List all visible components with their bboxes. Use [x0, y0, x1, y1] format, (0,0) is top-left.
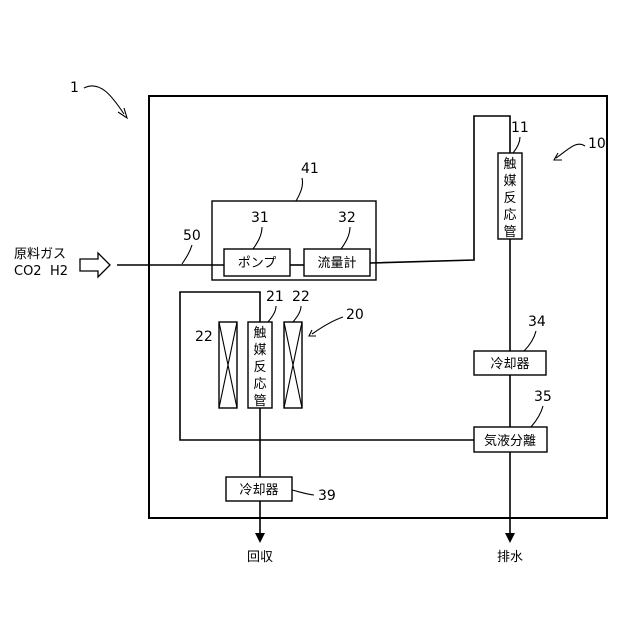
separator-35-label: 気液分離 [484, 433, 536, 449]
tube11-char-1: 触 [503, 157, 516, 172]
cooler-39-label: 冷却器 [239, 483, 278, 498]
tube21-char-1: 触 [253, 326, 266, 341]
ref-10: 10 [588, 136, 606, 152]
leader-1 [84, 86, 124, 114]
feed-name: 原料ガス [14, 247, 66, 262]
ref-41: 41 [301, 161, 319, 177]
recovery-arrow-icon [255, 533, 265, 543]
ref-31: 31 [251, 210, 269, 226]
leader-41 [296, 178, 303, 201]
leader-32 [341, 227, 350, 249]
leader-22-right [293, 306, 301, 322]
leader-11 [513, 137, 520, 153]
drain-arrow-icon [505, 533, 515, 543]
cooler-34-label: 冷却器 [490, 357, 529, 372]
flowmeter-label: 流量計 [317, 255, 356, 271]
feed-h2: H2 [50, 264, 68, 279]
riser-pipe [370, 116, 510, 263]
ref-1: 1 [70, 80, 79, 96]
tube21-char-5: 管 [253, 394, 266, 409]
ref-50: 50 [183, 228, 201, 244]
ref-22-left: 22 [195, 329, 213, 345]
tube21-char-4: 応 [253, 377, 266, 392]
pump-label: ポンプ [238, 256, 277, 271]
ref-22-right: 22 [292, 289, 310, 305]
ref-21: 21 [266, 289, 284, 305]
recovery-label: 回収 [247, 550, 273, 565]
ref-32: 32 [338, 210, 356, 226]
feed-co2: CO2 [14, 264, 42, 279]
leader-34 [524, 331, 536, 351]
leader-35 [531, 406, 543, 427]
leader-50 [182, 245, 192, 264]
leader-39 [292, 490, 314, 495]
leader-21 [268, 306, 276, 322]
tube11-char-4: 応 [503, 208, 516, 223]
tube11-char-5: 管 [503, 225, 516, 240]
ref-35: 35 [534, 389, 552, 405]
drain-label: 排水 [497, 550, 523, 565]
leader-1-arrowhead [118, 108, 127, 118]
feed-arrow-icon [80, 253, 110, 277]
ref-11: 11 [511, 120, 529, 136]
tube11-char-2: 媒 [503, 174, 516, 189]
leader-20 [312, 317, 343, 334]
tube11-char-3: 反 [503, 191, 516, 206]
leader-31 [253, 227, 262, 249]
ref-20: 20 [346, 307, 364, 323]
tube21-char-2: 媒 [253, 343, 266, 358]
tube21-char-3: 反 [253, 360, 266, 375]
leader-10 [556, 144, 585, 158]
system-frame [149, 96, 607, 518]
ref-39: 39 [318, 488, 336, 504]
ref-34: 34 [528, 314, 546, 330]
